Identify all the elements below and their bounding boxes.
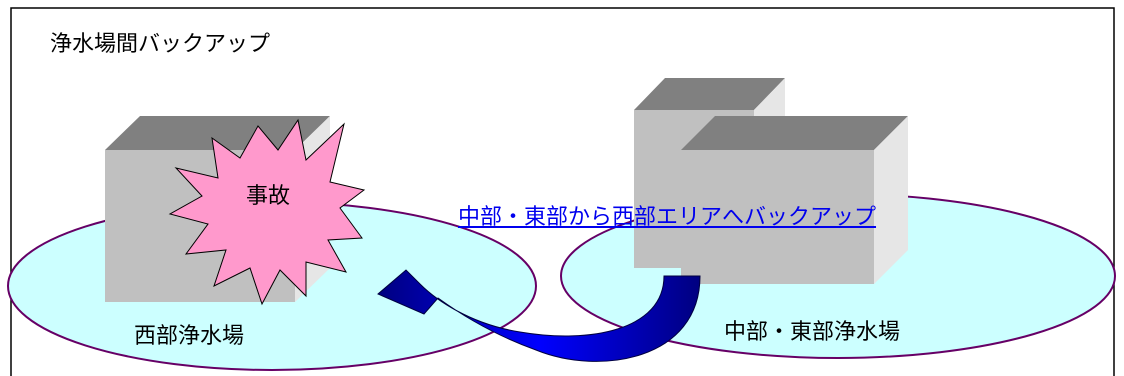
frame-border [10, 7, 1115, 376]
backup-link[interactable]: 中部・東部から西部エリアへバックアップ [458, 205, 877, 230]
diagram-title: 浄水場間バックアップ [50, 32, 271, 57]
backup-arrow [377, 269, 701, 362]
accident-label: 事故 [246, 184, 291, 209]
east-plant-building [681, 116, 908, 284]
accident-burst-icon [168, 118, 366, 306]
west-plant-label: 西部浄水場 [134, 324, 245, 349]
central-east-plant-label: 中部・東部浄水場 [724, 320, 901, 345]
